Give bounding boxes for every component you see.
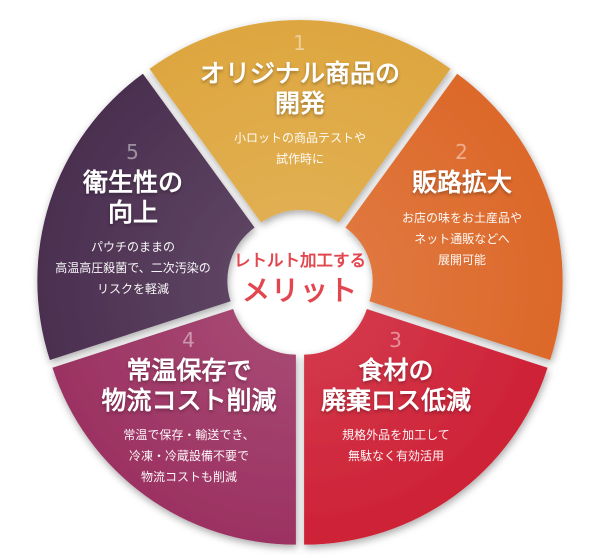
segment-2-wedge (345, 73, 563, 360)
segment-4-wedge (52, 309, 296, 545)
segment-3-wedge (304, 309, 548, 545)
segment-1-wedge (149, 20, 451, 223)
segment-5-wedge (37, 73, 255, 360)
